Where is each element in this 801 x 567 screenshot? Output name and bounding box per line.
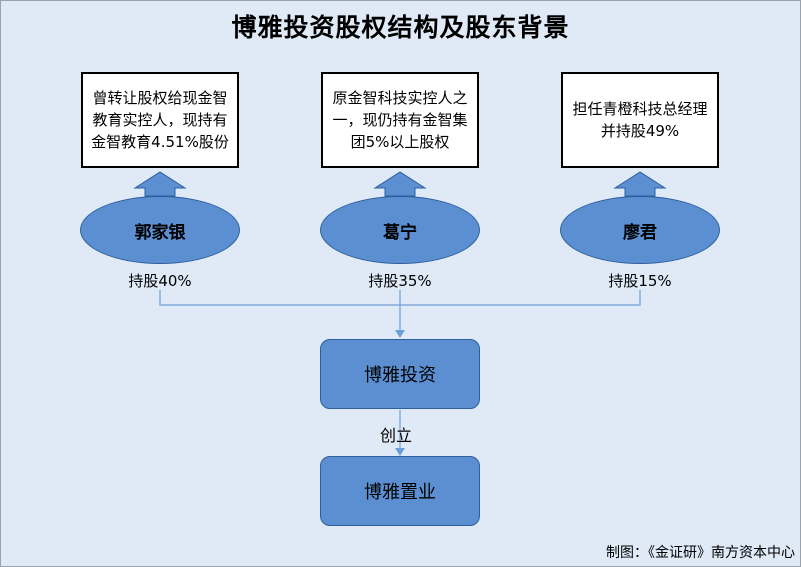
company-node: 博雅投资 (320, 339, 480, 409)
shareholder-node-1: 郭家银 (80, 196, 240, 264)
shareholder-note-2: 原金智科技实控人之一，现仍持有金智集团5%以上股权 (321, 72, 479, 168)
shareholding-label-1: 持股40% (128, 272, 192, 290)
shareholding-label-3: 持股15% (608, 272, 672, 290)
shareholder-node-3: 廖君 (560, 196, 720, 264)
connector-right (400, 290, 641, 306)
found-arrowhead (395, 448, 405, 456)
diagram-title: 博雅投资股权结构及股东背景 (231, 13, 570, 42)
shareholder-note-3: 担任青橙科技总经理并持股49% (561, 72, 719, 168)
connector-arrowhead (395, 330, 405, 338)
up-arrow-1 (133, 171, 187, 197)
shareholding-label-2: 持股35% (368, 272, 432, 290)
subsidiary-node: 博雅置业 (320, 456, 480, 526)
up-arrow-3 (613, 171, 667, 197)
relation-label: 创立 (380, 426, 413, 445)
connector-left (159, 290, 400, 306)
shareholder-node-2: 葛宁 (320, 196, 480, 264)
shareholder-note-1: 曾转让股权给现金智教育实控人，现持有金智教育4.51%股份 (81, 72, 239, 168)
up-arrow-2 (373, 171, 427, 197)
source-credit: 制图：《金证研》南方资本中心 (606, 545, 795, 561)
